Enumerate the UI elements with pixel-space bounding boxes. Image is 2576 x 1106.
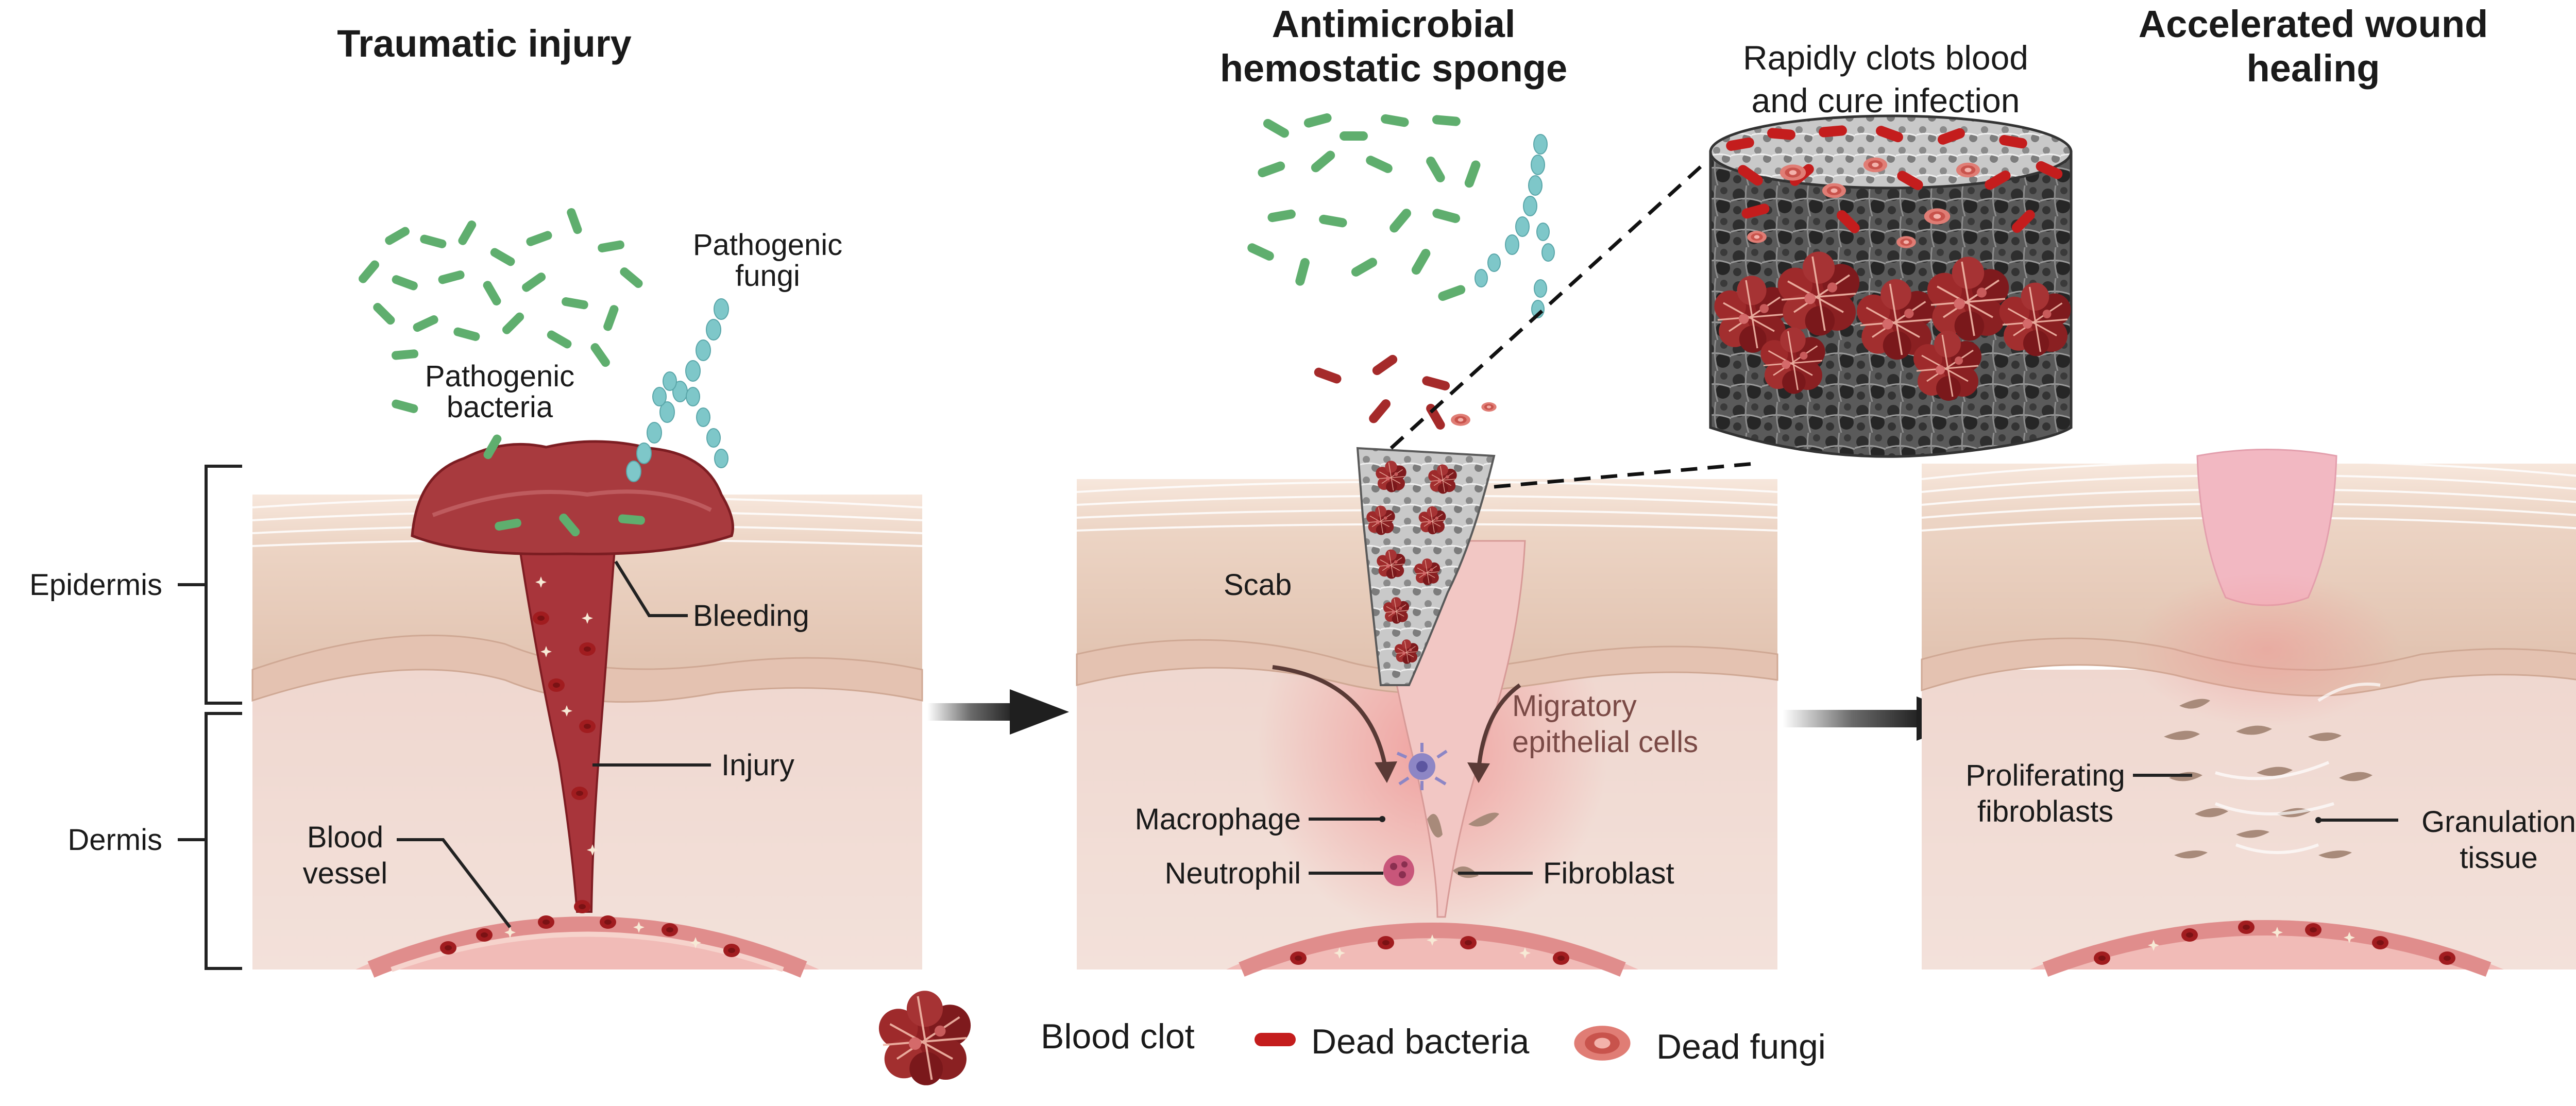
granulation-strands xyxy=(2214,683,2381,854)
panel-sponge: Scab Migratory epithelial cells Macropha… xyxy=(1076,113,1778,977)
zoom-line-top xyxy=(1389,163,1704,450)
label-fibroblast: Fibroblast xyxy=(1543,857,1674,890)
label-proliferating-1: Proliferating xyxy=(1965,759,2125,792)
arrow-injury-to-sponge xyxy=(927,689,1069,735)
label-granulation-2: tissue xyxy=(2460,841,2538,875)
label-pathogenic-bacteria-1: Pathogenic xyxy=(425,360,574,393)
zoom-line-bottom xyxy=(1494,462,1755,489)
label-pathogenic-fungi-2: fungi xyxy=(735,259,800,293)
dead-bacteria-near-sponge xyxy=(1314,354,1450,430)
title-healing-line2: healing xyxy=(2246,47,2380,90)
bacteria-over-sponge xyxy=(1247,113,1481,301)
neutrophil xyxy=(1383,855,1414,886)
title-sponge-line1: Antimicrobial xyxy=(1272,3,1516,45)
label-migratory-2: epithelial cells xyxy=(1512,725,1698,759)
panel-traumatic-injury: Pathogenic fungi Pathogenic bacteria Ble… xyxy=(251,208,923,978)
pathogenic-fungi xyxy=(626,298,729,482)
callout-line1: Rapidly clots blood xyxy=(1743,39,2028,77)
label-injury: Injury xyxy=(721,748,794,782)
label-macrophage: Macrophage xyxy=(1135,803,1301,836)
pathogenic-bacteria xyxy=(359,208,645,537)
bleeding-clot-mass xyxy=(411,440,734,556)
label-blood-vessel-1: Blood xyxy=(307,821,383,854)
label-migratory-1: Migratory xyxy=(1512,689,1637,723)
label-pathogenic-fungi-1: Pathogenic xyxy=(693,228,842,262)
zoom-callout: Rapidly clots blood and cure infection xyxy=(1389,39,2073,489)
legend-clot-icon xyxy=(879,991,971,1085)
legend-dead-bacteria-icon xyxy=(1255,1033,1296,1046)
legend-dead-fungi-icon xyxy=(1574,1026,1631,1061)
layer-brackets: Epidermis Dermis xyxy=(29,465,242,970)
sponge-cylinder-top xyxy=(1709,114,2073,190)
label-dermis: Dermis xyxy=(67,823,162,857)
title-traumatic-injury: Traumatic injury xyxy=(337,22,632,65)
migration-arrow-left xyxy=(1272,665,1388,771)
label-pathogenic-bacteria-2: bacteria xyxy=(447,390,553,424)
label-scab: Scab xyxy=(1224,568,1292,602)
macrophage xyxy=(1396,743,1448,790)
label-blood-vessel-2: vessel xyxy=(303,857,387,890)
title-sponge-line2: hemostatic sponge xyxy=(1220,47,1567,90)
legend-clot-label: Blood clot xyxy=(1041,1017,1195,1056)
legend-dead-bacteria-label: Dead bacteria xyxy=(1311,1022,1530,1061)
legend-dead-fungi-label: Dead fungi xyxy=(1656,1027,1826,1066)
label-neutrophil: Neutrophil xyxy=(1165,857,1301,890)
label-bleeding: Bleeding xyxy=(693,599,809,633)
dead-bacteria-callout xyxy=(1726,125,2063,233)
legend: Blood clot Dead bacteria Dead fungi xyxy=(879,991,1826,1085)
basal-cell-layer xyxy=(1076,639,1778,694)
panel-healing: Proliferating fibroblasts Granulation ti… xyxy=(1921,449,2576,977)
migration-arrow-right xyxy=(1477,683,1521,771)
label-epidermis: Epidermis xyxy=(29,568,162,602)
label-proliferating-2: fibroblasts xyxy=(1977,795,2113,828)
fungi-over-sponge xyxy=(1475,134,1555,318)
label-granulation-1: Granulation xyxy=(2421,805,2576,839)
callout-line2: and cure infection xyxy=(1751,81,2020,120)
title-healing-line1: Accelerated wound xyxy=(2139,3,2488,45)
